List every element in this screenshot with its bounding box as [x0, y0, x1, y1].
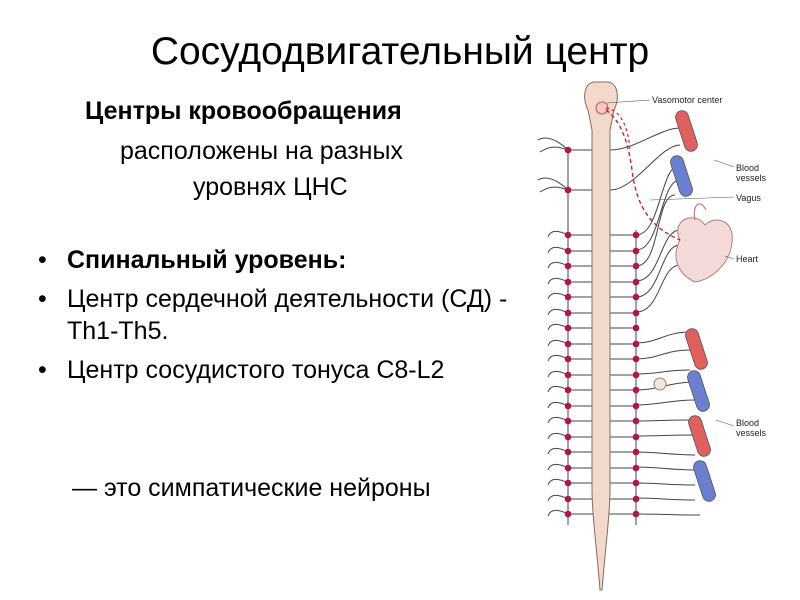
chain-node	[633, 480, 640, 487]
chain-node	[633, 248, 640, 255]
chain-node	[565, 387, 572, 394]
chain-node	[633, 356, 640, 363]
bullet-item: • Центр сердечной деятельности (СД) -Th1…	[38, 283, 508, 347]
chain-node	[565, 403, 572, 410]
ganglion-dot	[654, 378, 666, 390]
artery-vessel	[674, 109, 699, 153]
chain-node	[633, 263, 640, 270]
nerve-branch	[636, 195, 675, 266]
chain-node	[565, 480, 572, 487]
label-vasomotor-center: Vasomotor center	[652, 95, 722, 105]
chain-node	[633, 418, 640, 425]
bullet-dot: •	[38, 244, 47, 276]
label-blood-vessels-bottom-1: Blood	[736, 418, 759, 428]
subhead-bold: Центры кровообращения	[85, 97, 402, 126]
nerve-branch	[636, 265, 680, 312]
nervous-system-diagram: Vasomotor center Blood vessels Vagus Hea…	[520, 70, 795, 595]
nerve-branch	[636, 467, 695, 470]
chain-node	[565, 356, 572, 363]
vein-vessel	[692, 459, 717, 503]
subhead-line-2: расположены на разных	[120, 137, 403, 166]
chain-node	[633, 434, 640, 441]
chain-node	[565, 232, 572, 239]
bullet-item: • Спинальный уровень:	[38, 244, 508, 276]
chain-node	[565, 325, 572, 332]
nerve-branch	[636, 400, 695, 405]
nerve-branch	[636, 498, 695, 500]
chain-node	[565, 372, 572, 379]
label-blood-vessels-top-1: Blood	[736, 163, 759, 173]
chain-node	[633, 294, 640, 301]
chain-node	[565, 465, 572, 472]
subhead-line-3: уровнях ЦНС	[193, 173, 348, 202]
nerve-branch	[610, 145, 680, 190]
chain-node	[633, 279, 640, 286]
chain-node	[565, 147, 572, 154]
chain-node	[565, 341, 572, 348]
chain-node	[633, 511, 640, 518]
chain-node	[633, 341, 640, 348]
chain-node	[565, 434, 572, 441]
nerve-branch	[636, 350, 690, 359]
chain-node	[565, 496, 572, 503]
nerve-branch	[540, 147, 568, 152]
slide-title: Сосудодвигательный центр	[0, 30, 800, 74]
chain-node	[565, 263, 572, 270]
artery-vessel	[687, 414, 712, 458]
chain-node	[633, 449, 640, 456]
chain-node	[565, 449, 572, 456]
label-heart: Heart	[736, 254, 759, 264]
bullet-dot: •	[38, 354, 47, 386]
nerve-branch	[636, 420, 690, 421]
chain-node	[565, 418, 572, 425]
bullet-item: • Центр сосудистого тонуса C8-L2	[38, 354, 508, 386]
chain-node	[633, 232, 640, 239]
chain-node	[633, 372, 640, 379]
chain-node	[565, 294, 572, 301]
chain-node	[633, 465, 640, 472]
bullet-text: Центр сосудистого тонуса C8-L2	[67, 356, 444, 384]
chain-node	[565, 279, 572, 286]
bullet-text: Центр сердечной деятельности (СД) -Th1-T…	[67, 285, 507, 345]
nerve-branch	[636, 180, 680, 250]
nerve-branch	[636, 483, 695, 485]
label-blood-vessels-bottom-2: vessels	[736, 428, 767, 438]
chain-node	[565, 187, 572, 194]
artery-vessel	[684, 327, 709, 371]
nerve-branch	[636, 370, 690, 374]
vessel-group	[669, 109, 717, 503]
nerve-branch	[610, 128, 680, 150]
chain-node	[565, 248, 572, 255]
bullet-list: • Спинальный уровень: • Центр сердечной …	[38, 244, 508, 393]
footer-note: — это симпатические нейроны	[72, 474, 431, 503]
nerve-branch	[636, 435, 695, 436]
nerve-branch	[540, 187, 568, 192]
vein-vessel	[686, 369, 711, 413]
chain-node	[633, 496, 640, 503]
nerve-branch	[636, 514, 700, 515]
bullet-dot: •	[38, 283, 47, 315]
bullet-text: Спинальный уровень:	[67, 246, 346, 274]
nerve-branch	[636, 332, 690, 343]
chain-node	[633, 403, 640, 410]
nerve-branch	[636, 452, 695, 455]
nerve-branch	[636, 245, 680, 297]
chain-node	[633, 325, 640, 332]
chain-node	[565, 310, 572, 317]
chain-node	[565, 511, 572, 518]
nerve-branches	[538, 128, 700, 516]
chain-node	[633, 387, 640, 394]
vein-vessel	[669, 154, 694, 198]
heart-icon	[676, 204, 732, 282]
chain-node	[633, 310, 640, 317]
label-blood-vessels-top-2: vessels	[736, 173, 767, 183]
label-vagus: Vagus	[736, 193, 761, 203]
